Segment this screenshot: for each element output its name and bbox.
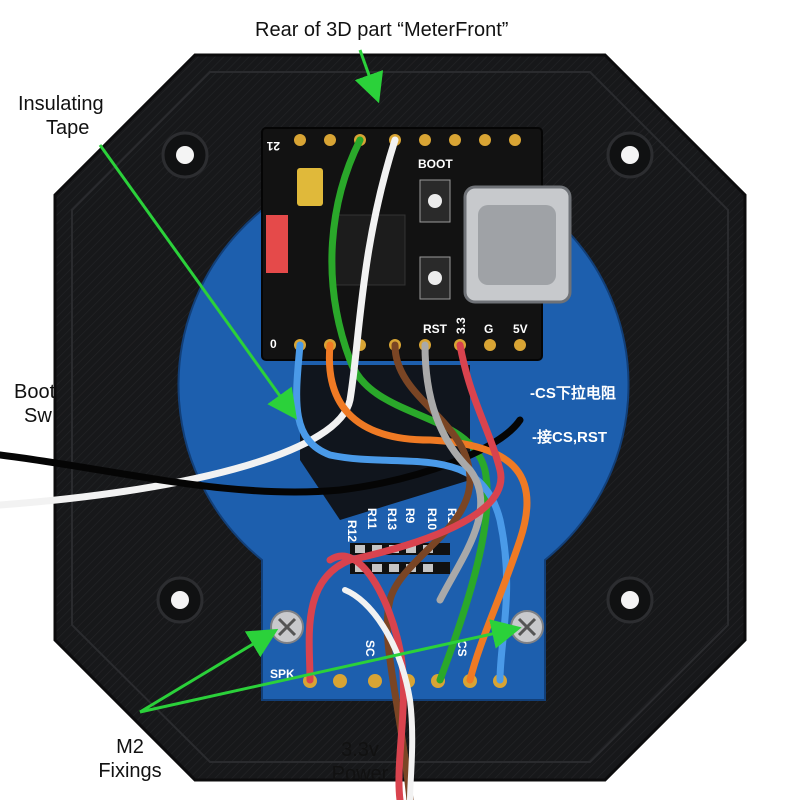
label-m2-fixings-line1: M2 (116, 736, 144, 758)
arrow-m2-left (139, 628, 279, 714)
mcu-5v-label: 5V (513, 322, 528, 336)
m2-screw-right (510, 610, 544, 644)
label-insulating-tape-line2: Tape (46, 117, 90, 139)
callout-arrows (98, 49, 522, 714)
label-power: 3.3v Power (315, 738, 405, 786)
pcb-note-cs-pulldown: -CS下拉电阻 (530, 384, 616, 402)
label-rear-part: Rear of 3D part “MeterFront” (255, 19, 509, 41)
resistor-r11-label: R11 (365, 508, 379, 530)
resistor-r9-label: R9 (403, 508, 417, 524)
arrow-insulating-tape (98, 144, 297, 420)
resistor-r13-label: R13 (385, 508, 399, 530)
mcu-rst-label: RST (423, 322, 448, 336)
mcu-3v3-label: 3.3 (454, 317, 468, 334)
display-sc-label: SC (363, 640, 377, 657)
resistor-r12-label: R12 (345, 520, 359, 542)
label-insulating-tape: Insulating Tape (18, 92, 104, 140)
arrow-m2-right (139, 619, 522, 714)
enclosure-mounting-holes (156, 131, 654, 624)
display-cs-label: CS (455, 640, 469, 657)
label-power-line2: Power (331, 763, 389, 785)
mcu-pin-21-label: 21 (266, 139, 280, 153)
label-m2-fixings-line2: Fixings (98, 760, 162, 782)
mcu-pin-0-label: 0 (270, 337, 277, 351)
label-boot-sw: Boot Sw (14, 380, 55, 428)
mcu-boot-label: BOOT (418, 157, 453, 171)
mcu-board (261, 127, 572, 361)
label-boot-sw-line1: Boot (14, 381, 56, 403)
pcb-note-cs-rst: -接CS,RST (532, 428, 607, 446)
wires (0, 136, 531, 800)
m2-screw-left (270, 610, 304, 644)
label-power-line1: 3.3v (341, 739, 379, 761)
label-insulating-tape-line1: Insulating (18, 93, 104, 115)
mcu-g-label: G (484, 322, 493, 336)
label-boot-sw-line2: Sw (24, 405, 52, 427)
resistor-r10-label: R10 (425, 508, 439, 530)
label-m2-fixings: M2 Fixings (80, 735, 180, 783)
arrow-rear-part (354, 49, 384, 104)
